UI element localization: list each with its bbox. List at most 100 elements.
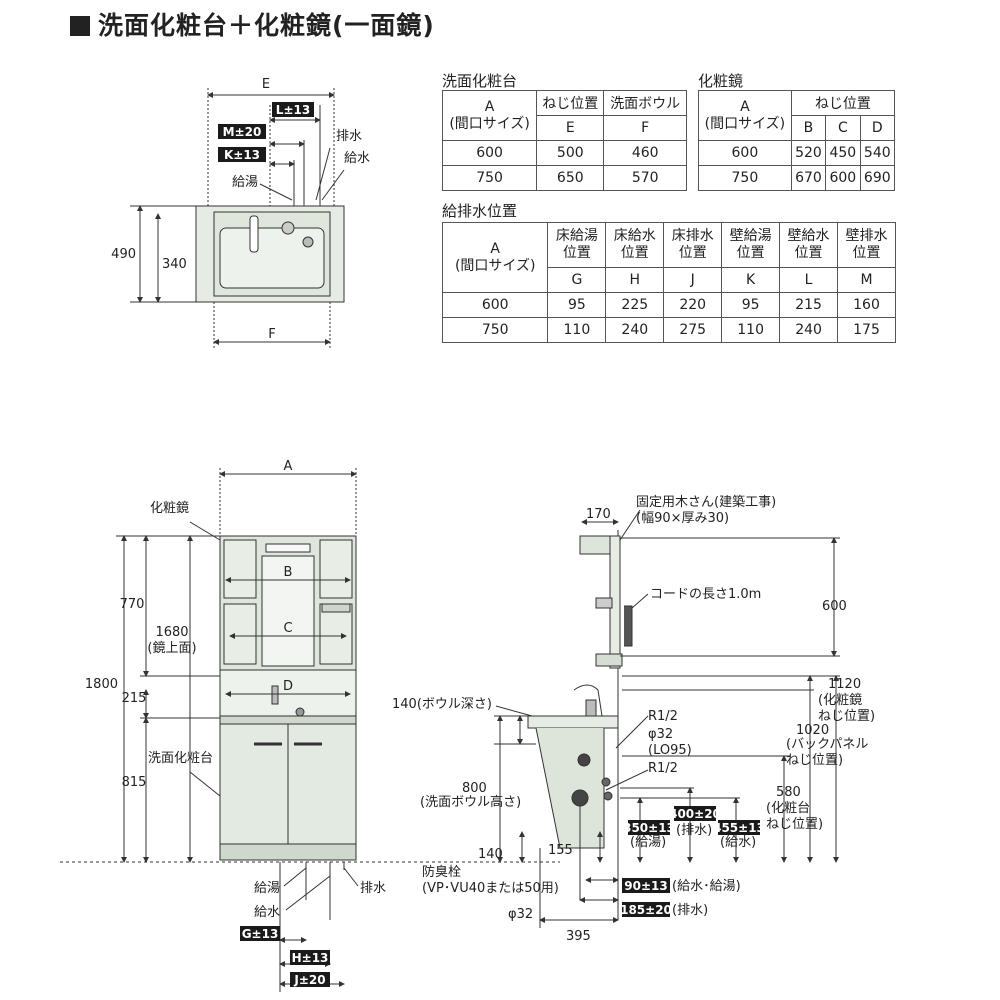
side-label-580-s1: (化粧台	[766, 801, 810, 816]
plumbing-code-m: M	[837, 267, 896, 293]
side-counter	[527, 715, 619, 729]
plan-labels: E F 490 340 排水 給水 給湯	[111, 77, 370, 342]
side-faucet-icon	[573, 684, 603, 717]
side-trap-icon	[577, 753, 591, 767]
page-title-text: 洗面化粧台＋化粧鏡(一面鏡)	[98, 11, 435, 40]
side-label-800: 800	[462, 781, 487, 796]
side-label-phi32-a: φ32	[648, 727, 673, 742]
side-label-cord: コードの長さ1.0m	[650, 587, 761, 602]
side-label-90-sub: (給水･給湯)	[672, 879, 741, 894]
plan-label-water: 給水	[344, 151, 370, 166]
side-badge-350: 350±13	[623, 821, 675, 835]
mirror-header-screw: ねじ位置	[790, 90, 896, 116]
front-label-vanity: 洗面化粧台	[148, 751, 213, 766]
plan-badge-l: L±13	[276, 103, 310, 117]
mirror-sub-b: B	[790, 115, 827, 141]
front-label-1680-sub: (鏡上面)	[147, 641, 196, 656]
side-label-phi32-b: φ32	[508, 907, 533, 922]
front-badge-h: H±13	[292, 951, 329, 965]
front-mirror	[261, 555, 315, 667]
front-label-water: 給水	[254, 905, 280, 920]
side-label-r12-b: R1/2	[648, 761, 678, 776]
side-label-580: 580	[776, 785, 801, 800]
front-label-mirror: 化粧鏡	[150, 501, 189, 516]
plan-label-490: 490	[111, 247, 136, 262]
side-label-395: 395	[566, 929, 591, 944]
side-label-1120-s2: ねじ位置)	[818, 709, 875, 724]
side-label-800-sub: (洗面ボウル高さ)	[420, 794, 521, 810]
side-label-trap: 防臭栓	[422, 864, 461, 880]
front-labels: A 化粧鏡 B C D 770 1680 (鏡上面) 1800 215 洗面化粧…	[85, 459, 386, 920]
side-badge-400: 400±20	[669, 807, 721, 821]
side-label-185-sub: (排水)	[672, 903, 708, 918]
side-elevation	[494, 509, 840, 928]
side-label-trap-sub: (VP･VU40または50用)	[422, 881, 559, 896]
front-label-770: 770	[120, 597, 145, 612]
mirror-table-caption: 化粧鏡	[698, 72, 744, 90]
side-label-350-sub: (給湯)	[630, 835, 666, 850]
page-title: 洗面化粧台＋化粧鏡(一面鏡)	[70, 6, 435, 42]
side-labels: 170 固定用木さん(建築工事) (幅90×厚み30) コードの長さ1.0m 6…	[392, 495, 875, 944]
front-elevation	[60, 468, 560, 992]
front-label-c: C	[283, 621, 292, 636]
plan-badge-k: K±13	[224, 148, 260, 162]
vanity-sub-e: E	[536, 115, 605, 141]
plumbing-table: A(間口サイズ) 床給湯位置 床給水位置 床排水位置 壁給湯位置 壁給水位置 壁…	[441, 222, 896, 343]
front-badges: G±13 H±13 J±20	[240, 926, 330, 987]
plan-label-340: 340	[162, 257, 187, 272]
front-label-a: A	[284, 459, 293, 474]
front-label-815: 815	[122, 775, 147, 790]
plumbing-header-m: 壁排水位置	[837, 222, 896, 268]
side-label-580-s2: ねじ位置)	[766, 817, 823, 832]
side-label-170: 170	[586, 507, 611, 522]
side-label-400-sub: (排水)	[676, 823, 712, 838]
plan-badge-m: M±20	[223, 125, 262, 139]
side-label-1120-s1: (化粧鏡	[818, 693, 862, 708]
plan-label-e: E	[262, 77, 270, 92]
plumbing-header-h: 床給水位置	[605, 222, 665, 268]
side-label-140: 140	[478, 847, 503, 862]
plumbing-table-caption: 給排水位置	[442, 202, 518, 220]
front-label-d: D	[283, 679, 293, 694]
side-label-bowl-depth: 140(ボウル深さ)	[392, 697, 492, 712]
side-label-wood-sub: (幅90×厚み30)	[636, 511, 729, 526]
plumbing-code-g: G	[547, 267, 607, 293]
faucet-icon	[249, 215, 259, 253]
side-label-1120: 1120	[828, 677, 861, 692]
side-label-600: 600	[822, 599, 847, 614]
side-badge-185: 185±20	[620, 903, 672, 917]
side-label-1020-s1: (バックパネル	[786, 737, 868, 752]
vanity-header-a: A(間口サイズ)	[441, 90, 538, 141]
side-mirror-top	[579, 535, 613, 555]
plan-label-hot: 給湯	[232, 175, 258, 190]
vanity-table-caption: 洗面化粧台	[442, 72, 518, 90]
plan-badges: L±13 M±20 K±13	[218, 102, 314, 162]
side-label-wood: 固定用木さん(建築工事)	[636, 495, 776, 510]
front-label-hot: 給湯	[254, 881, 280, 896]
side-label-155: 155	[548, 843, 573, 858]
plan-view	[130, 88, 345, 348]
plan-label-drain: 排水	[336, 129, 362, 144]
plan-label-f: F	[268, 327, 275, 342]
mirror-sub-c: C	[825, 115, 861, 141]
mirror-sub-d: D	[859, 115, 896, 141]
front-faucet-icon	[271, 685, 279, 705]
front-label-drain: 排水	[360, 881, 386, 896]
side-label-lo95: (LO95)	[648, 743, 692, 758]
title-bullet-icon	[70, 16, 90, 36]
side-label-455-sub: (給水)	[720, 835, 756, 850]
cord-icon	[624, 605, 633, 647]
front-label-215: 215	[122, 691, 147, 706]
side-cabinet	[535, 727, 605, 849]
vanity-header-bowl: 洗面ボウル	[603, 90, 687, 116]
front-badge-g: G±13	[242, 927, 279, 941]
side-label-1020-s2: ねじ位置)	[786, 753, 843, 768]
front-badge-j: J±20	[293, 973, 325, 987]
side-badges: 400±20 350±13 455±13 90±13 185±20	[620, 806, 765, 917]
front-label-b: B	[284, 565, 293, 580]
front-label-1800: 1800	[85, 677, 118, 692]
